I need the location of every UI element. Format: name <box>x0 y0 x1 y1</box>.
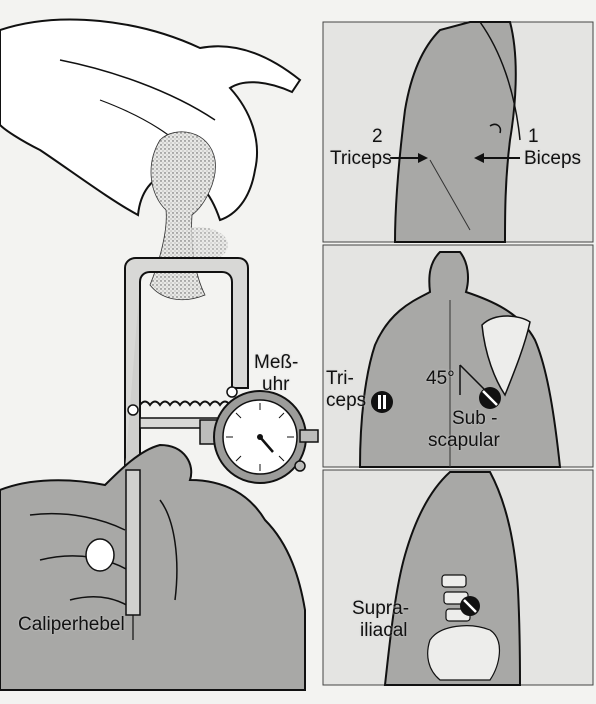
messuhr-label-line2: uhr <box>262 374 290 395</box>
arm-number-1: 1 <box>528 126 539 147</box>
subscapular-label-line2: scapular <box>428 430 500 451</box>
panel-back <box>322 244 594 468</box>
caliperhebel-label: Caliperhebel <box>18 614 125 635</box>
suprailiacal-label-line1: Supra- <box>352 598 410 619</box>
lower-hand <box>0 443 306 691</box>
panel-hip <box>322 469 594 686</box>
arm-number-2: 2 <box>372 126 383 147</box>
messuhr-label-line1: Meß- <box>254 352 299 373</box>
back-triceps-label-line2: ceps <box>326 390 367 411</box>
arm-triceps-label: Triceps <box>330 148 392 169</box>
measurement-site-marker-icon <box>479 387 501 409</box>
subscapular-label-line1: Sub - <box>452 408 498 429</box>
upper-hand <box>0 18 302 222</box>
arm-shape <box>393 21 517 243</box>
suprailiacal-label-line2: iliacal <box>360 620 408 641</box>
back-shape <box>358 251 562 468</box>
back-triceps-label-line1: Tri- <box>326 368 354 389</box>
skin-fold <box>149 131 216 301</box>
measuring-dial-icon <box>199 390 319 484</box>
measurement-site-marker-icon <box>371 391 393 413</box>
caliper-scene <box>0 18 319 691</box>
angle-label: 45° <box>426 368 455 389</box>
measurement-site-marker-icon <box>460 596 480 616</box>
panel-arm <box>322 21 594 243</box>
arm-biceps-label: Biceps <box>524 148 582 169</box>
